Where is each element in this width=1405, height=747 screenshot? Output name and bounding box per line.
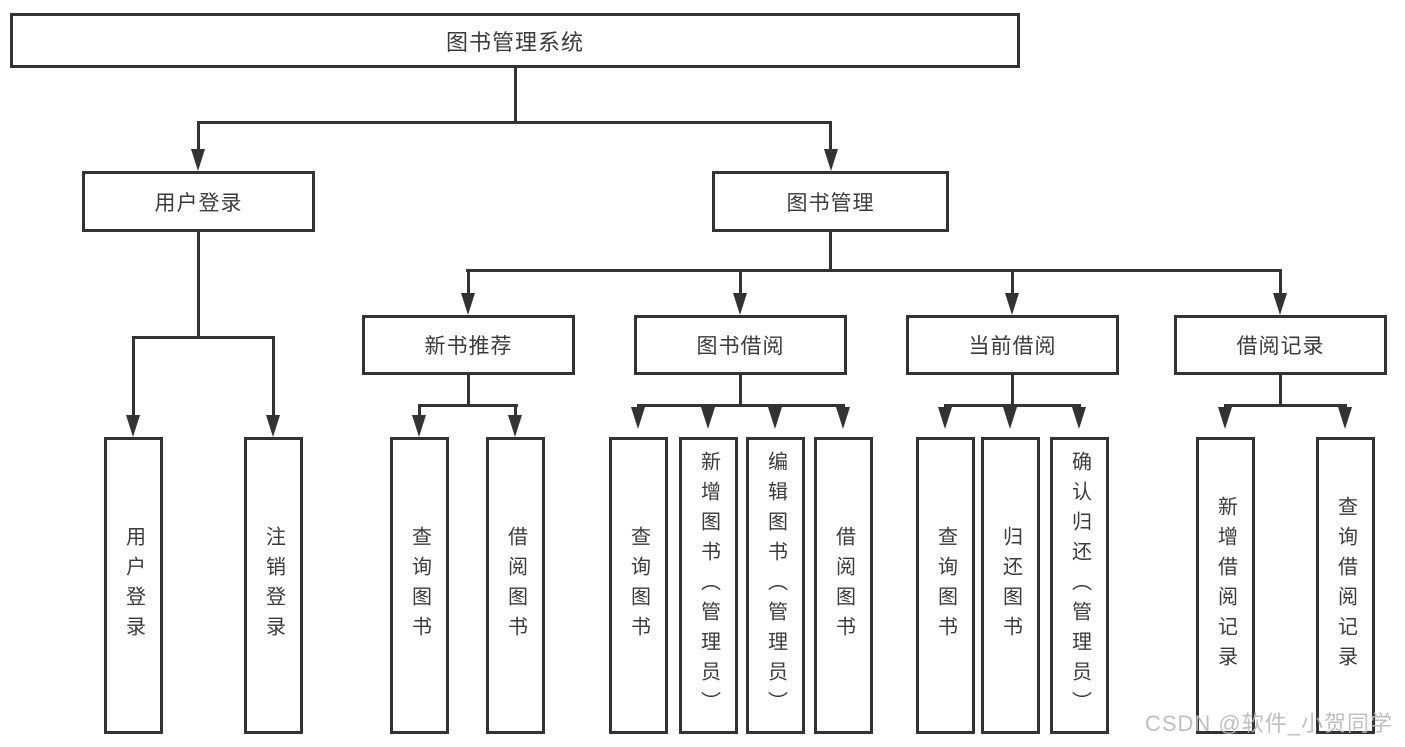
leaf-query-books: 查询图书 xyxy=(390,437,449,734)
node-user-login: 用户登录 xyxy=(82,171,315,232)
arrowhead-down-icon xyxy=(508,415,522,437)
connector-line xyxy=(944,404,1081,407)
node-root-library-system: 图书管理系统 xyxy=(10,13,1020,68)
node-label: 借阅图书 xyxy=(832,525,855,646)
node-label: 编辑图书（管理员） xyxy=(764,450,787,721)
arrowhead-down-icon xyxy=(631,407,645,429)
connector-line xyxy=(1279,375,1282,407)
connector-line xyxy=(739,269,742,295)
node-label: 查询图书 xyxy=(627,525,650,646)
arrowhead-down-icon xyxy=(1005,293,1019,315)
node-label: 用户登录 xyxy=(122,525,145,646)
arrowhead-down-icon xyxy=(1003,407,1017,429)
node-label: 新书推荐 xyxy=(424,335,513,358)
leaf-user-login: 用户登录 xyxy=(104,437,163,734)
connector-line xyxy=(829,231,832,272)
arrowhead-down-icon xyxy=(1072,407,1086,429)
node-label: 图书借阅 xyxy=(696,335,785,358)
arrowhead-down-icon xyxy=(1338,407,1352,429)
csdn-watermark: CSDN @软件_小贺同学 xyxy=(1144,711,1393,736)
connector-line xyxy=(466,269,1282,272)
connector-line xyxy=(514,68,517,122)
connector-line xyxy=(467,375,470,407)
node-label: 注销登录 xyxy=(262,525,285,646)
arrowhead-down-icon xyxy=(461,293,475,315)
connector-line xyxy=(197,121,200,150)
leaf-borrow-books: 借阅图书 xyxy=(814,437,873,734)
node-new-book-recommend: 新书推荐 xyxy=(362,315,575,375)
connector-line xyxy=(829,121,832,150)
leaf-borrow-books: 借阅图书 xyxy=(486,437,545,734)
connector-line xyxy=(1011,269,1014,295)
connector-line xyxy=(197,121,832,124)
leaf-query-borrow-record: 查询借阅记录 xyxy=(1316,437,1375,734)
node-borrowing-records: 借阅记录 xyxy=(1174,315,1387,375)
arrowhead-down-icon xyxy=(1218,407,1232,429)
arrowhead-down-icon xyxy=(701,407,715,429)
arrowhead-down-icon xyxy=(824,149,838,171)
connector-line xyxy=(514,404,517,418)
arrowhead-down-icon xyxy=(191,149,205,171)
node-label: 图书管理 xyxy=(786,191,875,215)
arrowhead-down-icon xyxy=(836,407,850,429)
node-label: 查询图书 xyxy=(408,525,431,646)
node-label: 图书管理系统 xyxy=(445,29,584,55)
leaf-add-books-admin: 新增图书（管理员） xyxy=(679,437,738,734)
node-book-management: 图书管理 xyxy=(712,171,949,232)
node-label: 查询图书 xyxy=(934,525,957,646)
arrowhead-down-icon xyxy=(412,415,426,437)
node-book-borrowing: 图书借阅 xyxy=(634,315,847,375)
arrowhead-down-icon xyxy=(266,415,280,437)
connector-line xyxy=(739,375,742,407)
node-label: 确认归还（管理员） xyxy=(1068,450,1091,721)
arrowhead-down-icon xyxy=(126,415,140,437)
leaf-confirm-return-admin: 确认归还（管理员） xyxy=(1050,437,1109,734)
connector-line xyxy=(197,231,200,338)
node-label: 新增图书（管理员） xyxy=(697,450,720,721)
node-label: 用户登录 xyxy=(154,191,243,215)
node-label: 新增借阅记录 xyxy=(1214,495,1237,676)
connector-line xyxy=(467,269,470,295)
node-label: 归还图书 xyxy=(999,525,1022,646)
arrowhead-down-icon xyxy=(938,407,952,429)
leaf-logout: 注销登录 xyxy=(244,437,303,734)
node-current-borrowing: 当前借阅 xyxy=(906,315,1119,375)
connector-line xyxy=(1011,375,1014,407)
leaf-query-books: 查询图书 xyxy=(609,437,668,734)
leaf-add-borrow-record: 新增借阅记录 xyxy=(1196,437,1255,734)
connector-line xyxy=(132,336,275,339)
connector-line xyxy=(1279,269,1282,295)
arrowhead-down-icon xyxy=(1273,293,1287,315)
leaf-edit-books-admin: 编辑图书（管理员） xyxy=(746,437,805,734)
arrowhead-down-icon xyxy=(768,407,782,429)
connector-line xyxy=(418,404,421,418)
connector-line xyxy=(637,404,845,407)
node-label: 当前借阅 xyxy=(968,335,1057,358)
leaf-query-books: 查询图书 xyxy=(916,437,975,734)
arrowhead-down-icon xyxy=(733,293,747,315)
node-label: 查询借阅记录 xyxy=(1334,495,1357,676)
node-label: 借阅记录 xyxy=(1236,335,1325,358)
connector-line xyxy=(418,404,518,407)
connector-line xyxy=(132,336,135,416)
connector-line xyxy=(272,336,275,416)
node-label: 借阅图书 xyxy=(504,525,527,646)
connector-line xyxy=(1224,404,1347,407)
leaf-return-books: 归还图书 xyxy=(981,437,1040,734)
